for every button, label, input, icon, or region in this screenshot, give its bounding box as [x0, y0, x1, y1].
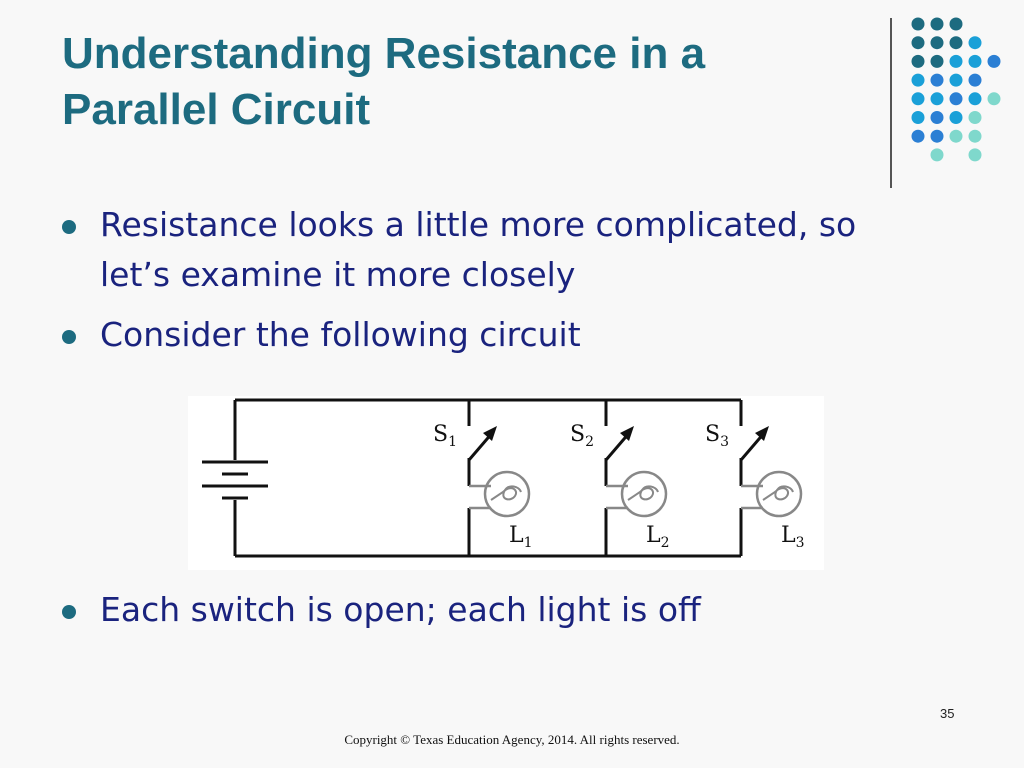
- bullet-text: Resistance looks a little more complicat…: [100, 205, 857, 294]
- decor-dot: [949, 36, 963, 50]
- decor-dot: [911, 36, 925, 50]
- decor-dot: [949, 92, 963, 106]
- lamp-label-3: L3: [781, 523, 805, 551]
- decor-dot: [930, 73, 944, 87]
- bullet-item: Resistance looks a little more complicat…: [62, 200, 912, 300]
- decor-dot: [930, 54, 944, 68]
- decor-dot: [911, 129, 925, 143]
- decorative-dot-grid: [911, 17, 1001, 162]
- decor-dot: [930, 111, 944, 124]
- title-line-2: Parallel Circuit: [62, 85, 371, 134]
- decor-dot: [911, 73, 925, 87]
- switch-label-3: S3: [705, 422, 729, 450]
- lamp-bulb-icon: [483, 470, 531, 518]
- decor-dot: [949, 17, 963, 31]
- lamp-bulb-icon: [620, 470, 668, 518]
- decor-dot: [968, 92, 982, 106]
- copyright-notice: Copyright © Texas Education Agency, 2014…: [344, 732, 680, 747]
- lamp-filament: [762, 485, 794, 501]
- decor-dot: [968, 36, 982, 50]
- lamp-label-2: L2: [646, 523, 670, 551]
- decor-dot: [968, 54, 982, 68]
- lamp-label-1: L1: [509, 523, 533, 551]
- switch-arrow-icon: [620, 426, 634, 441]
- decor-dot: [911, 92, 925, 106]
- bullet-list: Resistance looks a little more complicat…: [62, 200, 912, 370]
- switch-arrow-icon: [483, 426, 497, 441]
- decor-dot: [911, 111, 925, 124]
- decor-dot: [968, 129, 982, 143]
- decor-dot: [987, 54, 1001, 68]
- decor-dot: [930, 129, 944, 143]
- lamp-filament: [627, 485, 659, 501]
- decor-dot: [930, 17, 944, 31]
- decor-dot: [949, 129, 963, 143]
- switch-label-1: S1: [433, 422, 457, 450]
- slide-title: Understanding Resistance in a Parallel C…: [62, 26, 862, 138]
- title-line-1: Understanding Resistance in a: [62, 29, 706, 78]
- bullet-item: Each switch is open; each light is off: [62, 585, 912, 635]
- decor-dot: [911, 17, 925, 31]
- bullet-text: Each switch is open; each light is off: [100, 590, 701, 629]
- switch-label-2: S2: [570, 422, 594, 450]
- bullet-text: Consider the following circuit: [100, 315, 581, 354]
- switch-arrow-icon: [755, 426, 769, 441]
- decor-dot: [968, 111, 982, 124]
- bullet-dot-icon: [62, 330, 76, 344]
- decor-dot: [949, 73, 963, 87]
- bullet-dot-icon: [62, 220, 76, 234]
- decor-dot: [968, 148, 982, 162]
- decor-dot: [968, 73, 982, 87]
- decor-dot: [949, 111, 963, 124]
- decor-dot: [949, 54, 963, 68]
- bullet-dot-icon: [62, 605, 76, 619]
- decor-dot: [930, 148, 944, 162]
- decor-dot: [930, 36, 944, 50]
- lamp-filament: [490, 485, 522, 501]
- decor-dot: [911, 54, 925, 68]
- bullet-item: Consider the following circuit: [62, 310, 912, 360]
- bullet-list-after: Each switch is open; each light is off: [62, 585, 912, 635]
- title-divider: [890, 18, 892, 188]
- decor-dot: [987, 92, 1001, 106]
- lamp-bulb-icon: [755, 470, 803, 518]
- decor-dot: [930, 92, 944, 106]
- page-number: 35: [940, 706, 955, 721]
